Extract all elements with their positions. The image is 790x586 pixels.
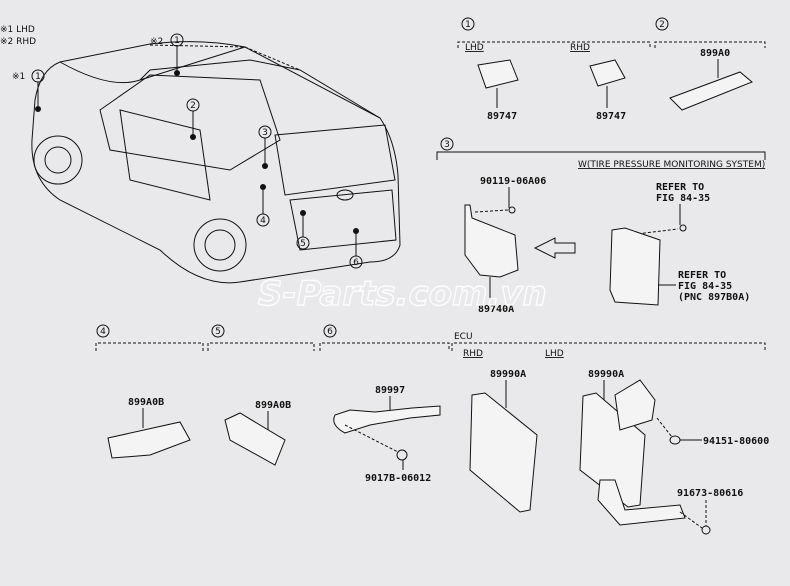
refer-to-2a: REFER TO [678, 270, 726, 281]
part-89747-rhd[interactable]: 89747 [596, 111, 626, 122]
ecu-label: ECU [454, 332, 473, 342]
arrow-icon [533, 237, 576, 259]
legend-lhd: ※1 LHD [0, 25, 35, 35]
section-6-number: 6 [327, 327, 333, 337]
section-3-number: 3 [444, 140, 450, 150]
refer-to-2b: FIG 84-35 [678, 281, 732, 292]
part-89747-lhd[interactable]: 89747 [487, 111, 517, 122]
watermark: S-Parts.com.vn [258, 274, 547, 314]
section-4-number: 4 [100, 327, 106, 337]
rhd-label: RHD [570, 43, 590, 53]
lhd-label: LHD [465, 43, 484, 53]
part-90119-06A06[interactable]: 90119-06A06 [480, 176, 546, 187]
section-2-number: 2 [659, 20, 665, 30]
refer-to-2c: (PNC 897B0A) [678, 292, 750, 303]
callout-3: 3 [262, 128, 268, 138]
legend-rhd: ※2 RHD [0, 37, 36, 47]
section-ecu: ECU RHD LHD 89990A 89990A 94151-80600 91… [451, 332, 769, 535]
callout-4: 4 [260, 216, 266, 226]
section-5: 5 899A0B [207, 324, 315, 466]
tpms-title: W(TIRE PRESSURE MONITORING SYSTEM) [578, 160, 765, 170]
part-89997[interactable]: 89997 [375, 385, 405, 396]
refer-to-1a: REFER TO [656, 182, 704, 193]
part-899A0B-4[interactable]: 899A0B [128, 397, 164, 408]
callout-1-lhd: 1 [35, 72, 41, 82]
vehicle-illustration [31, 41, 401, 284]
section-4: 4 899A0B [95, 324, 204, 459]
part-899A0[interactable]: 899A0 [700, 48, 730, 59]
callout-6: 6 [353, 258, 359, 268]
section-5-number: 5 [215, 327, 221, 337]
part-899A0B-5[interactable]: 899A0B [255, 400, 291, 411]
section-2: 2 899A0 [654, 17, 766, 111]
part-89740A[interactable]: 89740A [478, 304, 514, 315]
part-89990A-rhd[interactable]: 89990A [490, 369, 526, 380]
part-94151-80600[interactable]: 94151-80600 [703, 436, 769, 447]
section-3: 3 W(TIRE PRESSURE MONITORING SYSTEM) 901… [436, 137, 766, 315]
part-9017B-06012[interactable]: 9017B-06012 [365, 473, 431, 484]
part-89990A-lhd[interactable]: 89990A [588, 369, 624, 380]
callouts: ※1 1 ※2 1 2 3 4 5 6 [12, 33, 363, 269]
note-2: ※2 [150, 37, 163, 47]
section-6: 6 89997 9017B-06012 [319, 324, 450, 484]
ecu-rhd-label: RHD [463, 349, 483, 359]
part-91673-80616[interactable]: 91673-80616 [677, 488, 743, 499]
refer-to-1b: FIG 84-35 [656, 193, 710, 204]
callout-2: 2 [190, 101, 196, 111]
ecu-lhd-label: LHD [545, 349, 564, 359]
section-1: 1 LHD RHD 89747 89747 [457, 17, 651, 122]
section-1-number: 1 [465, 20, 471, 30]
callout-5: 5 [300, 239, 306, 249]
callout-1-rhd: 1 [174, 36, 180, 46]
note-1: ※1 [12, 72, 25, 82]
